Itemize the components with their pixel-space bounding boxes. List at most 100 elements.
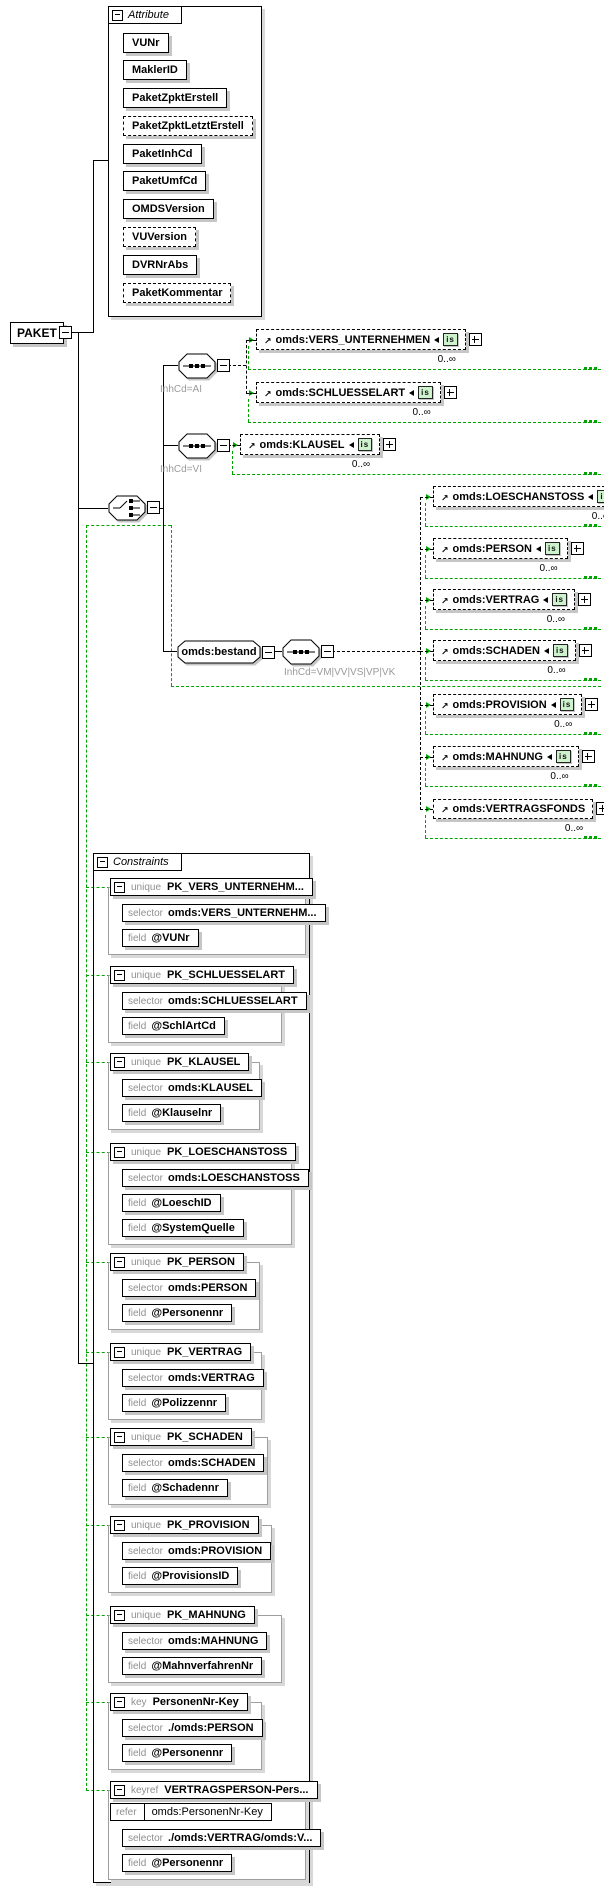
sequence-icon[interactable] [282,639,334,665]
collapse-icon[interactable] [97,856,108,868]
attribute-paketzpkterstell[interactable]: PaketZpktErstell [123,88,228,108]
collapse-icon[interactable] [321,645,334,658]
constraint-field[interactable]: field @MahnverfahrenNr [122,1657,263,1675]
collapse-icon[interactable] [114,1519,125,1531]
constraint-pk-loeschanstoss[interactable]: unique PK_LOESCHANSTOSS [110,1143,297,1161]
constraint-kind: unique [131,1431,162,1443]
attribute-vuversion[interactable]: VUVersion [123,227,197,247]
element-vers-unternehmen[interactable]: ↗ omds:VERS_UNTERNEHMEN is 0..∞ [256,329,482,365]
constraint-field[interactable]: field @Personennr [122,1854,233,1872]
attribute-paketumfcd[interactable]: PaketUmfCd [123,171,207,191]
expand-icon[interactable] [578,644,592,657]
choice-icon[interactable] [108,495,160,521]
constraint-pk-schluesselart[interactable]: unique PK_SCHLUESSELART [110,966,294,984]
collapse-icon[interactable] [114,1146,125,1158]
constraint-field[interactable]: field @Klauselnr [122,1104,222,1122]
constraint-pk-schaden[interactable]: unique PK_SCHADEN [110,1428,252,1446]
constraint-pk-vers-unternehmen[interactable]: unique PK_VERS_UNTERNEHM... [110,878,313,896]
constraint-selector[interactable]: selector omds:VERS_UNTERNEHM... [122,904,326,922]
attribute-vunr[interactable]: VUNr [123,33,169,53]
collapse-icon[interactable] [114,1256,125,1268]
collapse-icon[interactable] [114,1431,125,1443]
constraint-vertragsperson-keyref[interactable]: keyref VERTRAGSPERSON-Pers... [110,1781,318,1799]
constraint-field[interactable]: field @Polizzennr [122,1394,227,1412]
constraint-pk-person[interactable]: unique PK_PERSON [110,1253,244,1271]
constraint-selector[interactable]: selector omds:MAHNUNG [122,1632,268,1650]
constraint-pk-vertrag[interactable]: unique PK_VERTRAG [110,1343,252,1361]
sequence-icon[interactable] [178,353,230,379]
element-bestand[interactable]: omds:bestand [177,640,275,664]
constraint-pk-klausel[interactable]: unique PK_KLAUSEL [110,1053,250,1071]
element-label: omds:SCHLUESSELART [275,386,406,399]
constraint-field[interactable]: field @SchlArtCd [122,1017,225,1035]
attributes-panel-header[interactable]: Attribute [108,6,182,24]
constraint-field[interactable]: field @LoeschID [122,1194,221,1212]
collapse-icon[interactable] [114,1696,125,1708]
element-mahnung[interactable]: ↗ omds:MAHNUNG is 0..∞ [433,746,595,782]
constraint-pk-mahnung[interactable]: unique PK_MAHNUNG [110,1606,255,1624]
constraint-selector[interactable]: selector omds:LOESCHANSTOSS [122,1169,309,1187]
element-schaden[interactable]: ↗ omds:SCHADEN is 0..∞ [433,640,592,676]
constraint-selector[interactable]: selector omds:VERTRAG [122,1369,264,1387]
collapse-icon[interactable] [112,9,123,21]
collapse-icon[interactable] [114,881,125,893]
expand-icon[interactable] [596,802,604,815]
collapse-icon[interactable] [114,969,125,981]
constraint-field[interactable]: field @SystemQuelle [122,1219,244,1237]
constraint-selector[interactable]: selector omds:SCHLUESSELART [122,992,307,1010]
constraint-selector[interactable]: selector omds:KLAUSEL [122,1079,262,1097]
root-element-paket[interactable]: PAKET [10,322,64,344]
element-vertrag[interactable]: ↗ omds:VERTRAG is 0..∞ [433,589,591,625]
occurrence-label: 0..∞ [351,459,371,470]
constraint-refer: refer omds:PersonenNr-Key [110,1803,272,1821]
element-klausel[interactable]: ↗ omds:KLAUSEL is 0..∞ [240,434,397,470]
element-label: omds:PERSON [452,542,533,555]
reference-arrow-icon: ↗ [441,545,449,555]
constraint-selector[interactable]: selector omds:PERSON [122,1279,257,1297]
attribute-maklerid[interactable]: MaklerID [123,60,187,80]
constraint-personennr-key[interactable]: key PersonenNr-Key [110,1693,248,1711]
constraint-selector[interactable]: selector ./omds:PERSON [122,1719,263,1737]
expand-icon[interactable] [443,386,457,399]
constraint-field[interactable]: field @Personennr [122,1304,233,1322]
attribute-dvrnrabs[interactable]: DVRNrAbs [123,255,198,275]
constraint-selector[interactable]: selector omds:SCHADEN [122,1454,265,1472]
reference-arrow-icon: ↗ [441,753,449,763]
expand-icon[interactable] [383,438,397,451]
element-person[interactable]: ↗ omds:PERSON is 0..∞ [433,538,584,574]
constraints-panel-header[interactable]: Constraints [93,853,182,871]
element-provision[interactable]: ↗ omds:PROVISION is 0..∞ [433,694,599,730]
constraint-selector[interactable]: selector ./omds:VERTRAG/omds:V... [122,1829,322,1847]
attribute-paketinhcd[interactable]: PaketInhCd [123,144,202,164]
constraint-kind: unique [131,1519,162,1531]
collapse-icon[interactable] [262,646,275,659]
attribute-paketkommentar[interactable]: PaketKommentar [123,283,232,303]
is-badge: is [443,333,458,346]
expand-icon[interactable] [570,542,584,555]
attribute-paketzpktletzterstell[interactable]: PaketZpktLetztErstell [123,116,253,136]
constraint-pk-provision[interactable]: unique PK_PROVISION [110,1516,259,1534]
constraint-selector[interactable]: selector omds:PROVISION [122,1542,272,1560]
constraint-field[interactable]: field @Personennr [122,1744,233,1762]
expand-icon[interactable] [468,333,482,346]
collapse-icon[interactable] [114,1609,125,1621]
constraint-field[interactable]: field @ProvisionsID [122,1567,239,1585]
element-vertragsfonds[interactable]: ↗ omds:VERTRAGSFONDS 0..∞ [433,798,604,834]
collapse-icon[interactable] [114,1346,125,1358]
collapse-icon[interactable] [114,1784,125,1796]
collapse-icon[interactable] [217,359,230,372]
collapse-icon[interactable] [59,326,72,339]
expand-icon[interactable] [578,593,591,606]
attribute-omdsversion[interactable]: OMDSVersion [123,199,214,219]
expand-icon[interactable] [581,750,595,763]
expand-icon[interactable] [585,698,599,711]
constraint-field[interactable]: field @Schadennr [122,1479,228,1497]
occurrence-label: 0..∞ [564,823,584,834]
collapse-icon[interactable] [114,1056,125,1068]
element-schluesselart[interactable]: ↗ omds:SCHLUESSELART is 0..∞ [256,382,457,418]
collapse-icon[interactable] [217,439,230,452]
sequence-icon[interactable] [178,433,230,459]
element-loeschanstoss[interactable]: ↗ omds:LOESCHANSTOSS is 0..∞ [433,486,604,522]
constraint-field[interactable]: field @VUNr [122,929,199,947]
collapse-icon[interactable] [147,501,160,514]
